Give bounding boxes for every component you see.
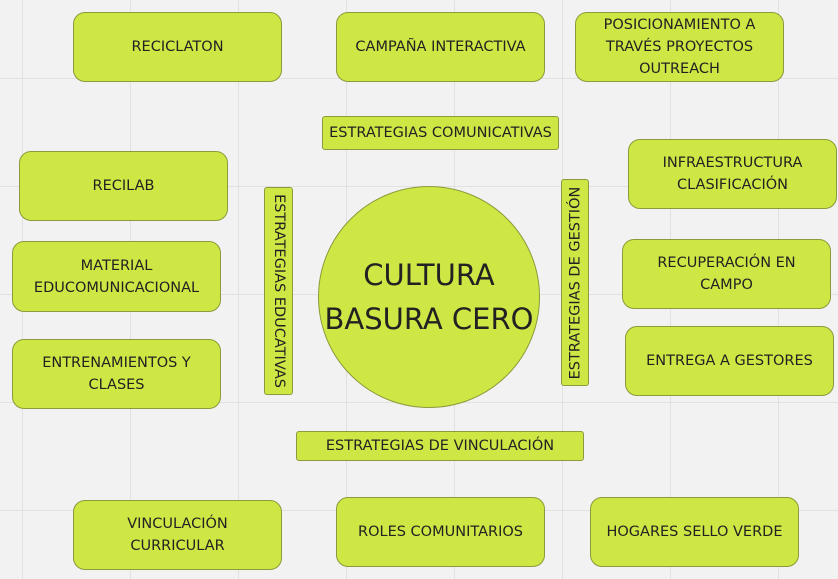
node-infraestructura-clasificacion[interactable]: INFRAESTRUCTURA CLASIFICACIÓN [628, 139, 837, 209]
node-roles-comunitarios[interactable]: ROLES COMUNITARIOS [336, 497, 545, 567]
category-label: ESTRATEGIAS EDUCATIVAS [270, 194, 287, 388]
node-entrega-gestores[interactable]: ENTREGA A GESTORES [625, 326, 834, 396]
node-recilab[interactable]: RECILAB [19, 151, 228, 221]
center-line-2: BASURA CERO [324, 302, 534, 336]
center-line-1: CULTURA [363, 258, 495, 292]
category-label: ESTRATEGIAS DE GESTIÓN [567, 186, 584, 379]
node-campana-interactiva[interactable]: CAMPAÑA INTERACTIVA [336, 12, 545, 82]
central-node-cultura-basura-cero[interactable]: CULTURA BASURA CERO [318, 186, 540, 408]
node-vinculacion-curricular[interactable]: VINCULACIÓN CURRICULAR [73, 500, 282, 570]
node-reciclaton[interactable]: RECICLATON [73, 12, 282, 82]
node-posicionamiento[interactable]: POSICIONAMIENTO A TRAVÉS PROYECTOS OUTRE… [575, 12, 784, 82]
node-entrenamientos-clases[interactable]: ENTRENAMIENTOS Y CLASES [12, 339, 221, 409]
category-estrategias-gestion[interactable]: ESTRATEGIAS DE GESTIÓN [561, 179, 589, 386]
category-estrategias-comunicativas[interactable]: ESTRATEGIAS COMUNICATIVAS [322, 116, 559, 150]
category-estrategias-educativas[interactable]: ESTRATEGIAS EDUCATIVAS [264, 187, 293, 395]
node-hogares-sello-verde[interactable]: HOGARES SELLO VERDE [590, 497, 799, 567]
node-recuperacion-campo[interactable]: RECUPERACIÓN EN CAMPO [622, 239, 831, 309]
node-material-educomunicacional[interactable]: MATERIAL EDUCOMUNICACIONAL [12, 241, 221, 312]
category-estrategias-vinculacion[interactable]: ESTRATEGIAS DE VINCULACIÓN [296, 431, 584, 461]
